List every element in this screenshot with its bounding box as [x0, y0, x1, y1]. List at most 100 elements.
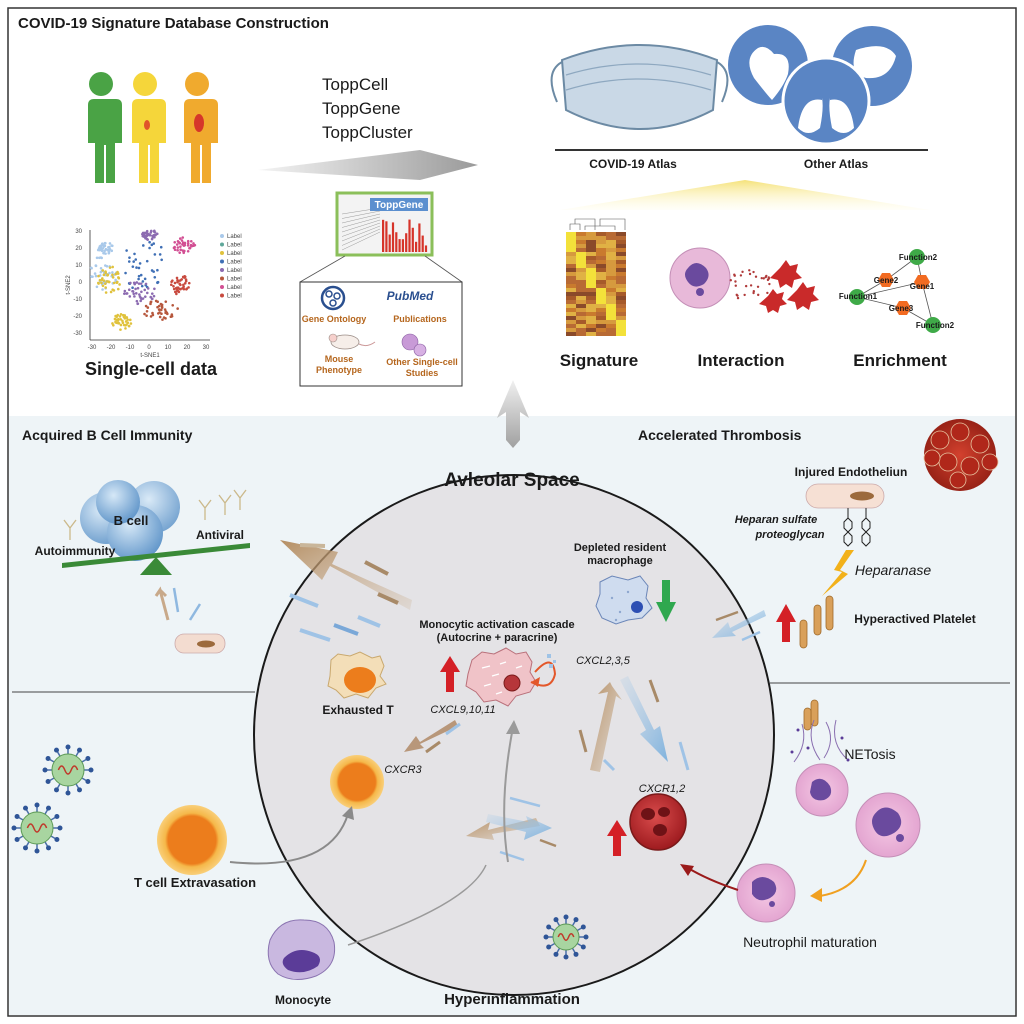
- tsne-point: [103, 244, 107, 248]
- tsne-point: [133, 252, 136, 256]
- heatmap-cell: [616, 324, 626, 328]
- tsne-point: [134, 292, 138, 295]
- toppgene-logo: ToppGene: [375, 200, 424, 211]
- tsne-point: [138, 293, 141, 296]
- toppgene-bars: [382, 219, 428, 252]
- tsne-point: [117, 276, 120, 279]
- tsne-point: [110, 249, 114, 253]
- tsne-point: [106, 248, 109, 252]
- heatmap-cell: [606, 280, 616, 284]
- legend-swatch: [220, 276, 224, 281]
- tsne-ytick: 20: [75, 246, 82, 252]
- tsne-point: [183, 243, 187, 247]
- monocyte-label: Monocyte: [275, 993, 331, 1007]
- tsne-xtick: 0: [147, 345, 151, 351]
- tsne-point: [157, 308, 161, 311]
- heatmap-cell: [606, 248, 616, 252]
- tsne-point: [153, 275, 157, 279]
- up-arrow: [776, 604, 796, 642]
- human-green-icon: [86, 72, 122, 183]
- tsne-point: [121, 319, 124, 323]
- tsne-point: [97, 274, 100, 278]
- tsne-point: [134, 287, 137, 291]
- tsne-xtick: 10: [165, 345, 172, 351]
- heatmap-cell: [596, 292, 606, 296]
- tsne-point: [133, 295, 136, 298]
- screenshot-bar: [405, 233, 408, 252]
- tsne-point: [95, 256, 99, 260]
- heatmap-cell: [606, 316, 616, 320]
- tsne-point: [99, 244, 103, 248]
- tsne-point: [91, 275, 94, 278]
- tsne-ylabel: t-SNE2: [66, 275, 72, 295]
- heatmap-cell: [566, 280, 576, 284]
- exhausted-t-cell: [327, 651, 387, 699]
- monocyte: [267, 919, 336, 980]
- virus-icon: [11, 802, 63, 854]
- ligand-dot: [767, 276, 770, 279]
- screenshot-bar: [391, 222, 395, 252]
- platelet-icon: [825, 595, 834, 631]
- tsne-point: [101, 247, 105, 250]
- heatmap-cell: [586, 300, 596, 304]
- injured-endothelium-label: Injured Endotheliun: [795, 465, 908, 479]
- heatmap-cell: [566, 296, 576, 300]
- screenshot-bar: [421, 235, 424, 252]
- platelet-icon: [813, 604, 822, 636]
- screenshot-line: [341, 231, 381, 251]
- tool-label: ToppCluster: [322, 123, 413, 142]
- tsne-point: [135, 266, 138, 269]
- ligand-dot: [752, 270, 755, 274]
- maturation-arrow: [819, 859, 867, 897]
- tsne-point: [181, 249, 185, 252]
- up-arrow: [440, 656, 460, 692]
- tsne-point: [183, 275, 187, 279]
- panel-transition-arrow: [497, 380, 529, 448]
- human-orange-icon: [182, 72, 218, 183]
- heatmap-cell: [566, 288, 576, 292]
- tsne-point: [115, 315, 119, 319]
- heatmap-cell: [566, 252, 576, 256]
- tsne-point: [128, 295, 132, 298]
- heatmap-cell: [606, 276, 616, 280]
- tsne-point: [144, 282, 148, 286]
- heatmap-cell: [586, 232, 596, 236]
- heatmap-cell: [606, 284, 616, 288]
- tsne-point: [98, 247, 102, 251]
- tsne-point: [175, 292, 178, 296]
- heatmap-cell: [616, 284, 626, 288]
- arrowhead: [680, 864, 694, 876]
- tsne-point: [164, 300, 168, 303]
- figure-border: [7, 7, 1017, 1017]
- legend-swatch: [220, 259, 224, 264]
- heatmap-cell: [606, 288, 616, 292]
- heatmap-cell: [576, 284, 586, 288]
- heatmap-cell: [586, 316, 596, 320]
- legend-label: Label: [227, 277, 242, 283]
- cxcr3-label: CXCR3: [384, 764, 422, 776]
- heatmap-cell: [606, 328, 616, 332]
- heart-icon: [749, 46, 789, 100]
- heatmap-cell: [566, 240, 576, 244]
- tsne-point: [181, 236, 185, 239]
- heatmap-cell: [576, 328, 586, 332]
- function-node: [925, 317, 941, 333]
- tsne-xtick: -20: [107, 345, 116, 351]
- tool-label: ToppGene: [322, 99, 400, 118]
- tsne-point: [187, 281, 191, 285]
- screenshot-line: [341, 222, 381, 237]
- heatmap-cell: [606, 252, 616, 256]
- tsne-point: [137, 277, 140, 281]
- small-arrows-left: [154, 586, 202, 621]
- tsne-point: [149, 300, 153, 304]
- heatmap-cell: [606, 308, 616, 312]
- tsne-point: [100, 256, 103, 260]
- tsne-point: [104, 264, 107, 267]
- tsne-ytick: 0: [79, 280, 83, 286]
- phenotype-label: Phenotype: [316, 365, 362, 375]
- tsne-point: [136, 286, 140, 290]
- heatmap-cell: [566, 308, 576, 312]
- tsne-point: [160, 258, 163, 262]
- mouse-label: Mouse: [325, 354, 354, 364]
- heatmap-cell: [606, 304, 616, 308]
